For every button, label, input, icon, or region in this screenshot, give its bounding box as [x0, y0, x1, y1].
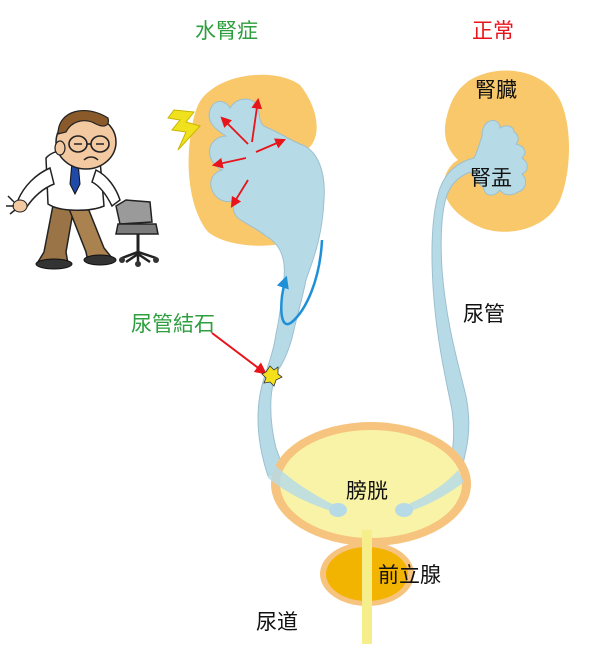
- worried-man-illustration: [6, 109, 121, 270]
- pressure-arrows: [211, 97, 286, 208]
- label-kidney: 腎臓: [475, 78, 517, 102]
- pressure-arrow-icon: [251, 97, 263, 143]
- renal-pelvis-dilated: [208, 98, 325, 477]
- label-ureter: 尿管: [463, 302, 505, 326]
- label-hydronephrosis: 水腎症: [195, 19, 258, 43]
- ureter-orifice-right: [395, 503, 413, 517]
- stone-icon: [261, 365, 283, 387]
- urine-backflow-arrow-icon: [276, 239, 324, 326]
- pain-lightning-icon: [167, 109, 201, 151]
- label-renal-pelvis: 腎盂: [470, 166, 512, 190]
- ureter-orifice-left: [329, 503, 347, 517]
- label-urethra: 尿道: [256, 610, 298, 634]
- ureter-end-left: [268, 462, 342, 514]
- ureter-end-right: [400, 470, 464, 514]
- pressure-arrow-icon: [220, 116, 249, 145]
- bladder: [280, 430, 462, 538]
- label-ureteral-stone: 尿管結石: [131, 312, 215, 336]
- stone-pointer-arrow: [211, 332, 267, 375]
- office-chair-icon: [115, 199, 159, 267]
- label-bladder: 膀胱: [346, 479, 388, 503]
- renal-pelvis-normal: [431, 119, 528, 479]
- pressure-arrow-icon: [230, 179, 249, 208]
- label-prostate: 前立腺: [378, 563, 441, 587]
- label-normal: 正常: [472, 19, 514, 43]
- pressure-arrow-icon: [255, 138, 286, 153]
- urethra: [362, 530, 372, 644]
- pressure-arrow-icon: [211, 157, 247, 169]
